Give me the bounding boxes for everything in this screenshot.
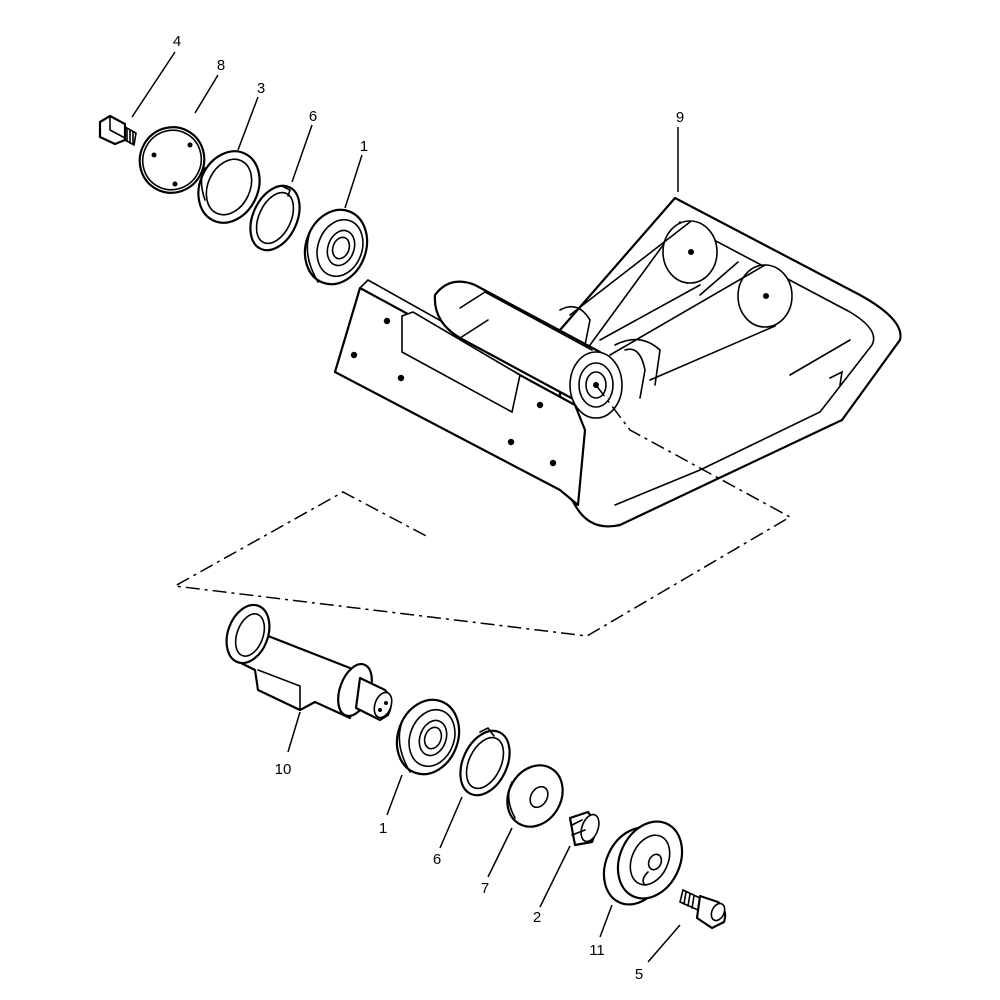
snap-ring-part-6-upper [249, 184, 301, 252]
callout-1-lower: 1 [379, 820, 387, 837]
assembly-path-line [172, 384, 792, 637]
bolt-part-4 [98, 114, 137, 147]
cover-plate-part-8 [138, 126, 206, 194]
exciter-shaft-part-10 [225, 603, 393, 722]
callout-4: 4 [173, 33, 181, 50]
callout-9: 9 [676, 109, 684, 126]
callout-labels: 4 8 3 6 1 9 10 1 6 7 2 11 5 [173, 33, 684, 983]
bearing-part-1-upper [303, 208, 369, 286]
callout-11: 11 [589, 942, 605, 959]
callout-1-upper: 1 [360, 138, 368, 155]
callout-6-upper: 6 [309, 108, 317, 125]
leader-lines [131, 51, 681, 963]
bearing-part-1-lower [395, 698, 461, 776]
washer-part-7 [506, 764, 564, 828]
base-plate-part-9 [333, 196, 902, 528]
bushing-part-2 [568, 810, 600, 847]
callout-2: 2 [533, 909, 541, 926]
callout-7: 7 [481, 880, 489, 897]
callout-8: 8 [217, 57, 225, 74]
pulley-part-11 [602, 820, 684, 906]
bolt-part-5 [679, 888, 727, 930]
callout-6-lower: 6 [433, 851, 441, 868]
callout-10: 10 [275, 761, 292, 778]
callout-3: 3 [257, 80, 265, 97]
seal-ring-part-3 [197, 150, 261, 224]
callout-5: 5 [635, 966, 643, 983]
snap-ring-part-6-lower [459, 726, 511, 797]
